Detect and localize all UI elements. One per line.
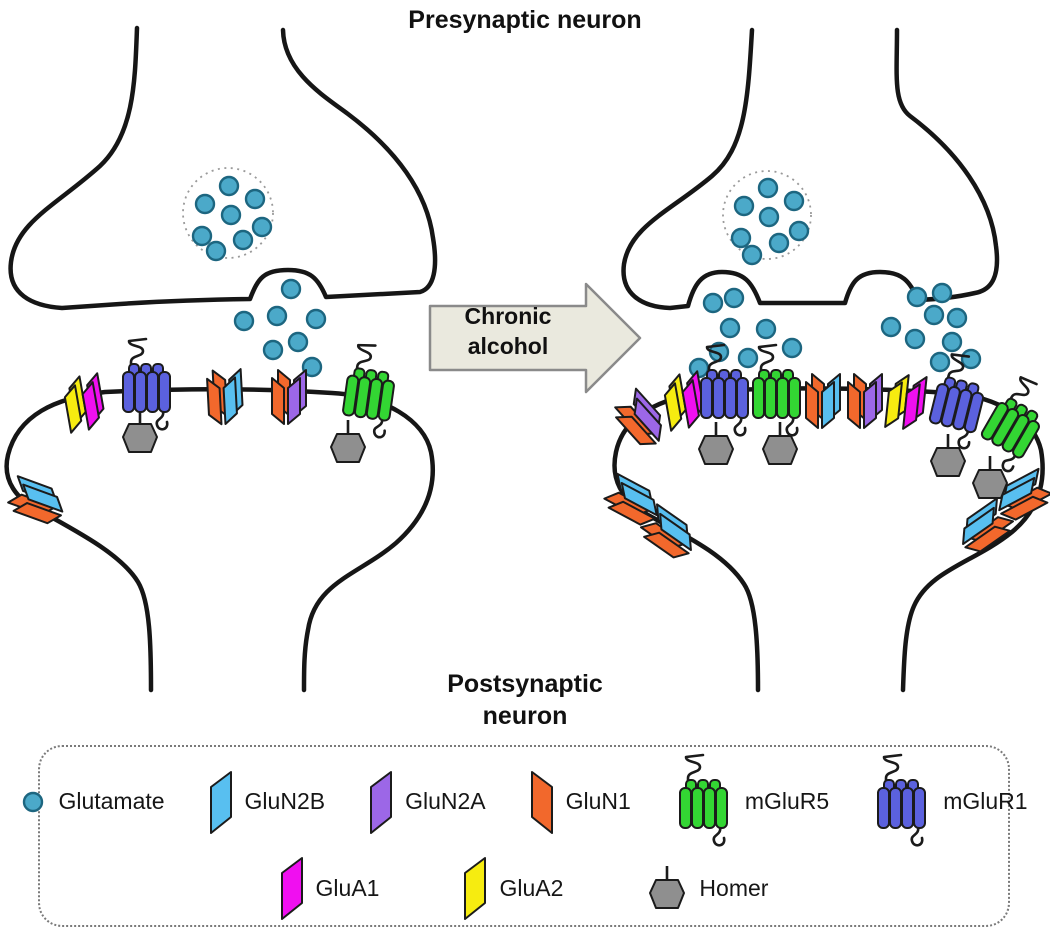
legend-item-glua2: GluA2 (463, 856, 564, 921)
nmda-receptor-glun1-glun2b (805, 373, 841, 429)
legend-item-glutamate: Glutamate (20, 788, 165, 815)
glua1-icon (280, 857, 303, 921)
vesicle-glutamate (191, 175, 273, 262)
homer-scaffold (761, 420, 799, 466)
legend-label-glua2: GluA2 (499, 874, 564, 901)
legend-label-mglur1: mGluR1 (943, 788, 1028, 815)
legend-item-glun1: GluN1 (530, 770, 631, 834)
chronic-alcohol-arrow (428, 282, 642, 394)
homer-scaffold (697, 420, 735, 466)
homer-icon (649, 865, 686, 910)
glun2a-icon (370, 770, 393, 834)
chronic-alcohol-label-line2: alcohol (467, 332, 549, 359)
glun1-icon (530, 770, 553, 834)
legend-label-glun2b: GluN2B (244, 788, 326, 815)
presynaptic-terminal-outline (621, 27, 1000, 311)
synaptic-vesicle (722, 170, 812, 260)
nmda-receptor-glun1-glun2a (847, 373, 883, 429)
presynaptic-terminal-outline (8, 25, 438, 311)
panel-chronic-alcohol (600, 27, 1050, 693)
legend-label-glutamate: Glutamate (58, 788, 165, 815)
mglur5-receptor (970, 371, 1050, 476)
vesicle-glutamate (730, 177, 810, 266)
mglur5-receptor (751, 343, 802, 437)
mglur1-icon (876, 753, 927, 847)
mglur1-receptor (121, 337, 172, 431)
nmda-receptor-glun1-glun2a (271, 369, 307, 425)
legend-item-glua1: GluA1 (280, 856, 380, 921)
postsynaptic-title: Postsynaptic neuron (447, 670, 603, 730)
chronic-alcohol-label: Chronic alcohol (432, 302, 584, 362)
ampa-receptor-glua2-glua1 (884, 372, 928, 432)
synapse-diagram (4, 25, 1050, 693)
legend-label-glua1: GluA1 (315, 874, 380, 901)
legend-box: Glutamate GluN2B GluN2A GluN1 mGluR5 mGl… (23, 745, 1028, 927)
homer-scaffold (121, 408, 159, 454)
legend-item-homer: Homer (647, 864, 768, 912)
nmda-receptor-glun1-glun2b (205, 368, 245, 426)
legend-label-mglur5: mGluR5 (744, 788, 830, 815)
chronic-alcohol-label-line1: Chronic (464, 303, 552, 329)
released-glutamate (688, 282, 982, 379)
legend-row-2: GluA1 GluA2 Homer (40, 856, 1008, 921)
presynaptic-title: Presynaptic neuron (408, 6, 642, 34)
glua2-icon (464, 857, 487, 921)
ampa-receptor-glua2-glua1 (660, 370, 708, 432)
legend-item-mglur1: mGluR1 (873, 752, 1028, 852)
legend-label-glun2a: GluN2A (405, 788, 486, 815)
postsynaptic-spine-outline (4, 386, 436, 693)
mglur5-icon (678, 753, 729, 847)
glun2b-icon (209, 770, 232, 834)
legend-item-mglur5: mGluR5 (675, 752, 829, 852)
legend-item-glun2a: GluN2A (369, 770, 486, 834)
ampa-receptor-glua2-glua1 (60, 372, 108, 434)
released-glutamate (233, 278, 327, 378)
glutamate-icon (23, 791, 44, 812)
panel-baseline (4, 25, 438, 693)
synaptic-vesicle (182, 167, 274, 259)
homer-scaffold (971, 454, 1009, 500)
legend-row-1: Glutamate GluN2B GluN2A GluN1 mGluR5 mGl… (23, 752, 1028, 852)
legend-item-glun2b: GluN2B (209, 770, 326, 834)
homer-scaffold (329, 418, 367, 464)
legend-label-homer: Homer (699, 874, 769, 901)
legend-label-glun1: GluN1 (565, 788, 631, 815)
